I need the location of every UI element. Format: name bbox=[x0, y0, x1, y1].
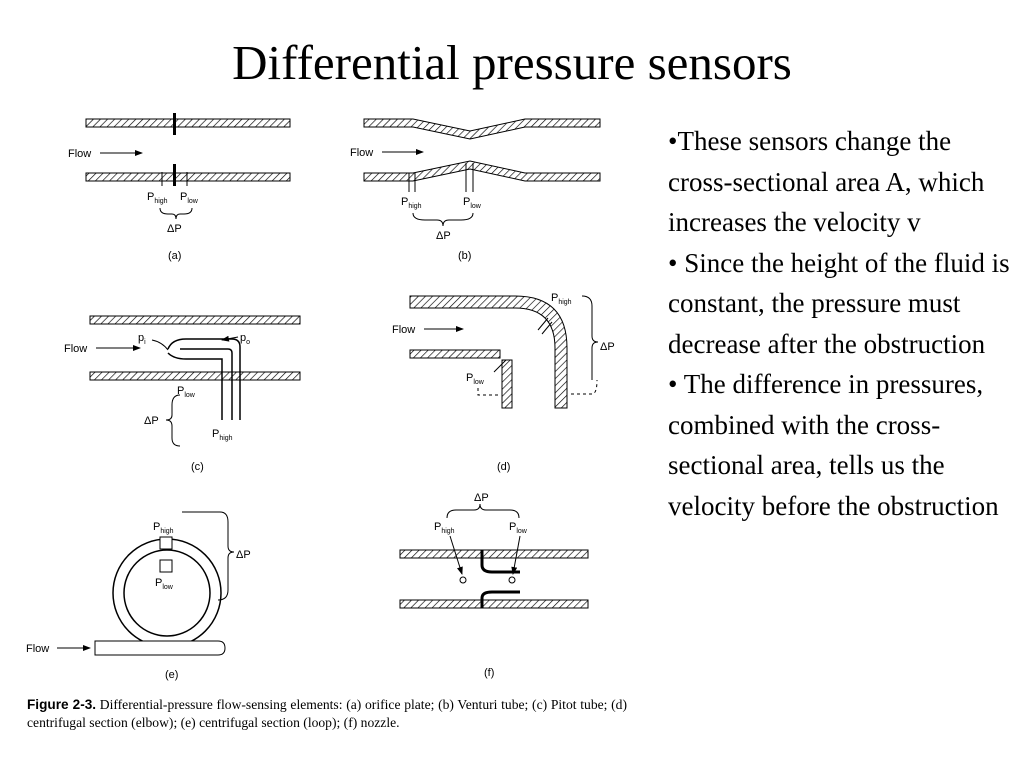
panel-label-b: (b) bbox=[458, 250, 471, 262]
nozzle-diagram: ΔP Phigh Plow (f) bbox=[399, 492, 589, 679]
delta-p-label: ΔP bbox=[236, 549, 251, 561]
p-high-label: Phigh bbox=[147, 191, 168, 205]
figure-caption: Figure 2-3. Differential-pressure flow-s… bbox=[27, 696, 627, 732]
pi-label: pi bbox=[138, 332, 146, 346]
caption-text: Differential-pressure flow-sensing eleme… bbox=[27, 697, 627, 730]
p-high-label: Phigh bbox=[401, 196, 422, 210]
flow-sensing-figure: Flow Phigh Plow ΔP (a) Flow Phigh Plow Δ… bbox=[26, 113, 615, 681]
panel-label-f: (f) bbox=[484, 667, 494, 679]
delta-p-label: ΔP bbox=[167, 223, 182, 235]
p-high-label: Phigh bbox=[212, 428, 233, 442]
orifice-plate-diagram: Flow Phigh Plow ΔP (a) bbox=[68, 113, 291, 262]
delta-p-label: ΔP bbox=[474, 492, 489, 504]
bullet-item: •These sensors change the cross-sectiona… bbox=[668, 126, 985, 237]
elbow-diagram: Flow Phigh Plow ΔP (d) bbox=[392, 292, 615, 473]
delta-p-label: ΔP bbox=[144, 415, 159, 427]
panel-label-d: (d) bbox=[497, 461, 510, 473]
delta-p-label: ΔP bbox=[600, 341, 615, 353]
p-high-label: Phigh bbox=[434, 521, 455, 535]
flow-label: Flow bbox=[68, 148, 91, 160]
panel-label-c: (c) bbox=[191, 461, 204, 473]
flow-label: Flow bbox=[392, 324, 415, 336]
bullet-list: •These sensors change the cross-sectiona… bbox=[668, 121, 1020, 526]
p-low-label: Plow bbox=[463, 196, 482, 210]
venturi-tube-diagram: Flow Phigh Plow ΔP (b) bbox=[350, 118, 601, 262]
slide-title: Differential pressure sensors bbox=[232, 35, 792, 90]
loop-diagram: Phigh Plow ΔP Flow (e) bbox=[26, 511, 251, 681]
p-high-label: Phigh bbox=[153, 521, 174, 535]
po-label: po bbox=[240, 332, 250, 346]
p-high-label: Phigh bbox=[551, 292, 572, 306]
p-low-label: Plow bbox=[155, 577, 174, 591]
caption-figure-number: Figure 2-3. bbox=[27, 697, 97, 712]
panel-label-a: (a) bbox=[168, 250, 181, 262]
flow-label: Flow bbox=[64, 343, 87, 355]
p-low-label: Plow bbox=[466, 372, 485, 386]
delta-p-label: ΔP bbox=[436, 230, 451, 242]
pitot-tube-diagram: Flow pi po Plow Phigh ΔP (c) bbox=[64, 315, 301, 473]
flow-label: Flow bbox=[26, 643, 49, 655]
p-low-label: Plow bbox=[509, 521, 528, 535]
bullet-item: • The difference in pressures, combined … bbox=[668, 369, 999, 521]
p-low-label: Plow bbox=[177, 385, 196, 399]
p-low-label: Plow bbox=[180, 191, 199, 205]
panel-label-e: (e) bbox=[165, 669, 178, 681]
flow-label: Flow bbox=[350, 147, 373, 159]
bullet-item: • Since the height of the fluid is const… bbox=[668, 247, 1010, 359]
